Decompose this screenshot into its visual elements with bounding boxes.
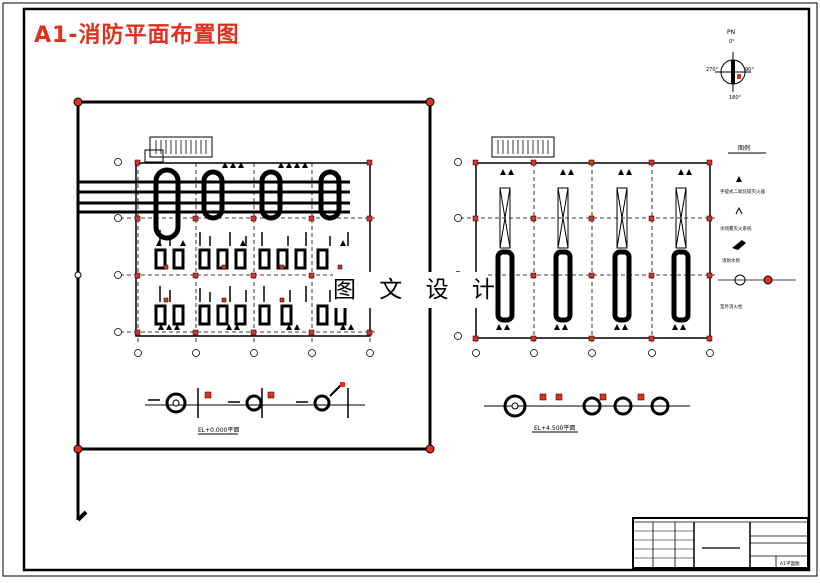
svg-text:0°: 0°: [729, 39, 735, 45]
legend-item-1: 手提式二氧化碳灭火器: [720, 188, 765, 195]
page-title: A1-消防平面布置图: [34, 23, 240, 48]
left-plan-caption: EL+0.000平面: [198, 427, 239, 434]
legend-heading: 图例: [738, 144, 750, 152]
svg-text:180°: 180°: [729, 95, 742, 101]
right-plan-caption: EL+4.500平面: [534, 425, 575, 432]
left-plan: EL+0.000平面: [73, 97, 435, 522]
legend: 图例 手提式二氧化碳灭火器 水喷雾灭火系统 消防水炮 室外消火栓: [718, 144, 796, 310]
legend-item-4: 室外消火栓: [720, 303, 743, 310]
svg-text:90°: 90°: [745, 67, 754, 73]
drawing-number: A1平面图: [780, 561, 800, 567]
inner-border: [22, 7, 811, 572]
legend-item-3: 消防水炮: [722, 257, 740, 264]
monitor-icon: [732, 240, 746, 250]
spray-icon: [735, 206, 743, 215]
left-section-details: EL+0.000平面: [145, 382, 365, 435]
right-section-details: EL+4.500平面: [484, 393, 690, 433]
legend-item-2: 水喷雾灭火系统: [720, 225, 752, 232]
north-label: PN: [727, 29, 735, 36]
north-arrow: PN 0° 270° 90° 180°: [706, 29, 754, 101]
title-block: A1平面图: [632, 517, 809, 569]
watermark: 图 文 设 计: [333, 272, 495, 308]
extinguisher-icon: [736, 176, 742, 182]
svg-text:270°: 270°: [706, 67, 719, 73]
right-plan: EL+4.500平面: [454, 136, 715, 433]
